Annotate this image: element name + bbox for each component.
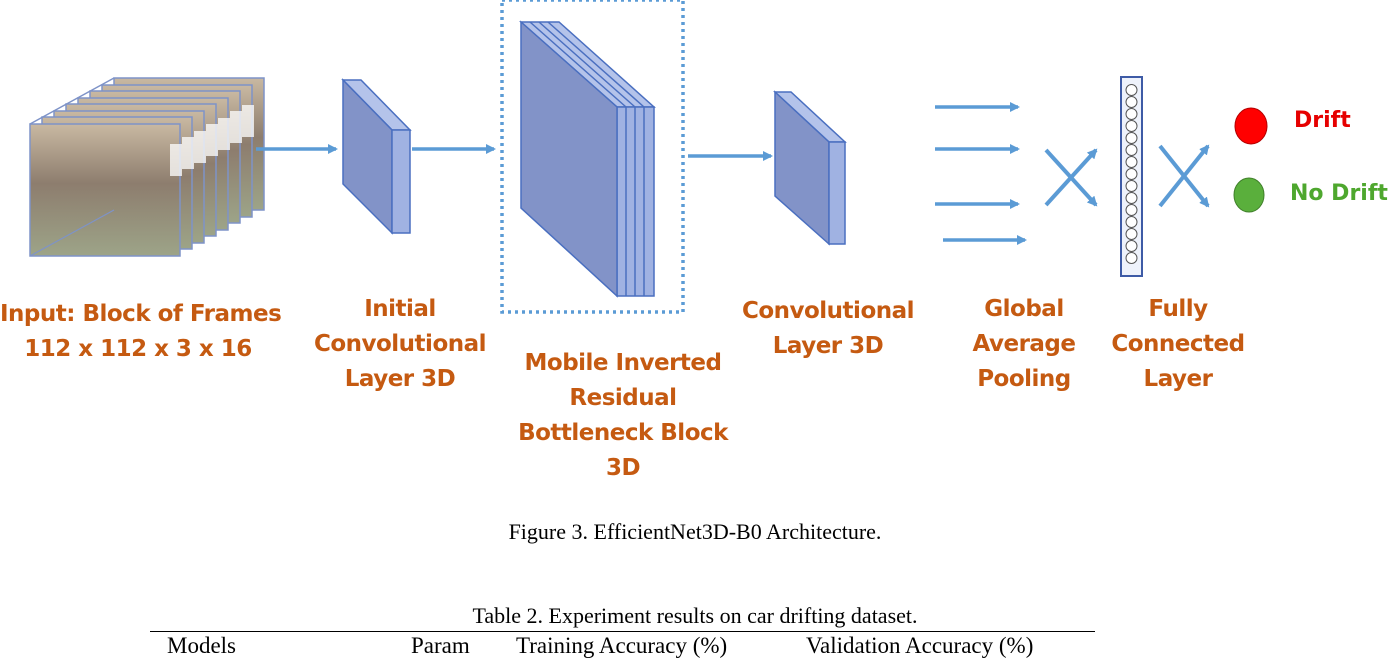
table-header-models: Models xyxy=(167,633,236,658)
mbconv-label-line2: Residual xyxy=(569,385,677,411)
input-label-line1: Input: Block of Frames xyxy=(0,301,282,327)
conv-label-line2: Layer 3D xyxy=(772,333,884,359)
table-caption: Table 2. Experiment results on car drift… xyxy=(472,603,918,628)
drift-label: Drift xyxy=(1294,108,1351,133)
gap-label-line2: Average xyxy=(972,331,1077,357)
fc-label-line2: Connected xyxy=(1111,331,1245,357)
mbconv-layer-stack xyxy=(519,20,656,298)
mbconv-label-line1: Mobile Inverted xyxy=(524,350,722,376)
initial-conv-layer-block xyxy=(341,78,412,235)
table-header-training-accuracy: Training Accuracy (%) xyxy=(516,633,728,658)
table-header-validation-accuracy: Validation Accuracy (%) xyxy=(806,633,1034,658)
figure-caption: Figure 3. EfficientNet3D-B0 Architecture… xyxy=(508,519,882,544)
fully-connected-layer-column xyxy=(1120,76,1143,277)
no-drift-label: No Drift xyxy=(1290,181,1388,206)
fc-label-line1: Fully xyxy=(1148,296,1208,322)
table-header-param: Param xyxy=(411,633,470,658)
no-drift-output-node xyxy=(1233,177,1265,213)
cross-arrows-to-outputs xyxy=(1158,144,1210,208)
input-frames-stack xyxy=(29,77,265,257)
fc-label-line3: Layer xyxy=(1143,366,1213,392)
initial-conv-label: Initial Convolutional Layer 3D xyxy=(305,292,495,397)
cross-arrows-to-fc xyxy=(1044,148,1098,207)
initial-conv-label-line1: Initial xyxy=(364,296,436,322)
gap-label-line3: Pooling xyxy=(977,366,1071,392)
drift-output-node xyxy=(1234,107,1268,145)
table-top-rule xyxy=(150,631,1095,632)
mbconv-label-line3: Bottleneck Block xyxy=(518,420,728,446)
initial-conv-label-line2: Convolutional xyxy=(313,331,487,357)
conv-layer-block xyxy=(773,90,847,246)
input-label: Input: Block of Frames 112 x 112 x 3 x 1… xyxy=(0,297,282,367)
conv-label: Convolutional Layer 3D xyxy=(728,294,928,364)
mbconv-dashed-box xyxy=(500,0,685,314)
gap-label-line1: Global xyxy=(984,296,1064,322)
mbconv-label: Mobile Inverted Residual Bottleneck Bloc… xyxy=(508,346,738,486)
fc-label: Fully Connected Layer xyxy=(1103,292,1253,397)
initial-conv-label-line3: Layer 3D xyxy=(344,366,456,392)
conv-label-line1: Convolutional xyxy=(741,298,915,324)
gap-label: Global Average Pooling xyxy=(954,292,1094,397)
input-label-line2: 112 x 112 x 3 x 16 xyxy=(24,336,252,362)
global-average-pooling-arrows xyxy=(935,102,1027,245)
mbconv-label-line4: 3D xyxy=(605,455,641,481)
architecture-diagram xyxy=(29,0,1268,314)
